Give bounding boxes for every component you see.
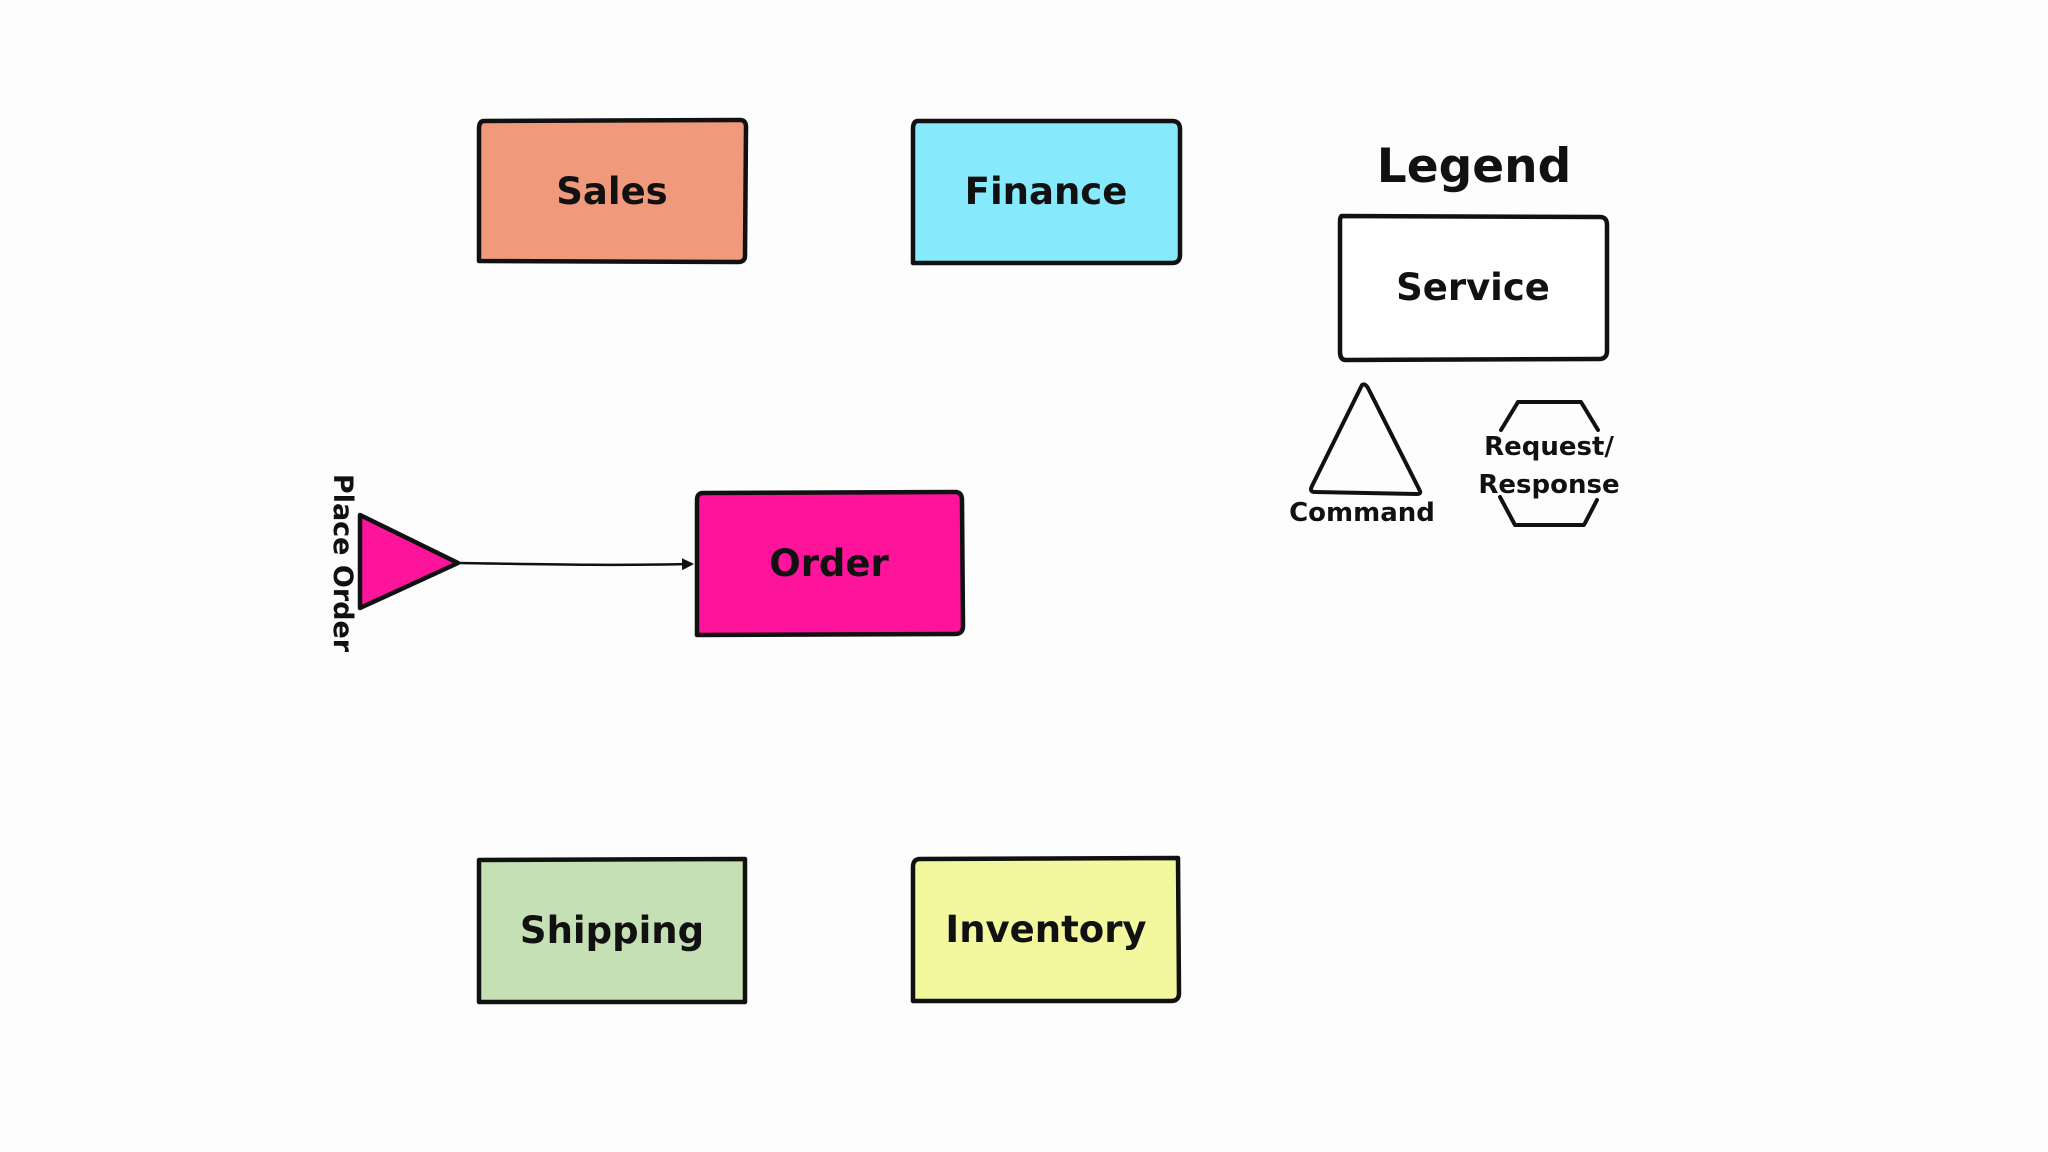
service-finance-label: Finance: [965, 170, 1128, 213]
service-inventory-box: [910, 855, 1182, 1004]
service-sales-box: [476, 117, 749, 265]
legend-title: Legend: [1377, 139, 1571, 194]
legend-command-icon: [1309, 382, 1423, 496]
legend-service-label: Service: [1396, 266, 1550, 309]
legend: Legend Service Command Request/ Response: [1289, 139, 1620, 528]
legend-service-box: [1337, 213, 1610, 363]
command-place-order[interactable]: Place Order: [327, 474, 461, 653]
service-finance-box: [910, 118, 1183, 266]
command-to-order-arrow: [457, 558, 694, 571]
legend-request-response-icon: [1498, 400, 1600, 527]
service-order-label: Order: [769, 542, 889, 585]
service-sales-label: Sales: [556, 170, 667, 213]
service-order-box: [694, 489, 966, 638]
service-inventory[interactable]: Inventory: [910, 855, 1182, 1004]
service-shipping-label: Shipping: [520, 909, 704, 952]
service-shipping[interactable]: Shipping: [476, 856, 748, 1005]
service-finance[interactable]: Finance: [910, 118, 1183, 266]
legend-request-response-line1: Request/: [1484, 432, 1614, 462]
service-shipping-box: [476, 856, 748, 1005]
command-triangle: [357, 512, 461, 611]
service-inventory-label: Inventory: [945, 908, 1146, 951]
legend-command-label: Command: [1289, 498, 1435, 528]
command-label: Place Order: [327, 474, 358, 653]
service-order[interactable]: Order: [694, 489, 966, 638]
legend-request-response-line2: Response: [1478, 470, 1619, 500]
service-sales[interactable]: Sales: [476, 117, 749, 265]
